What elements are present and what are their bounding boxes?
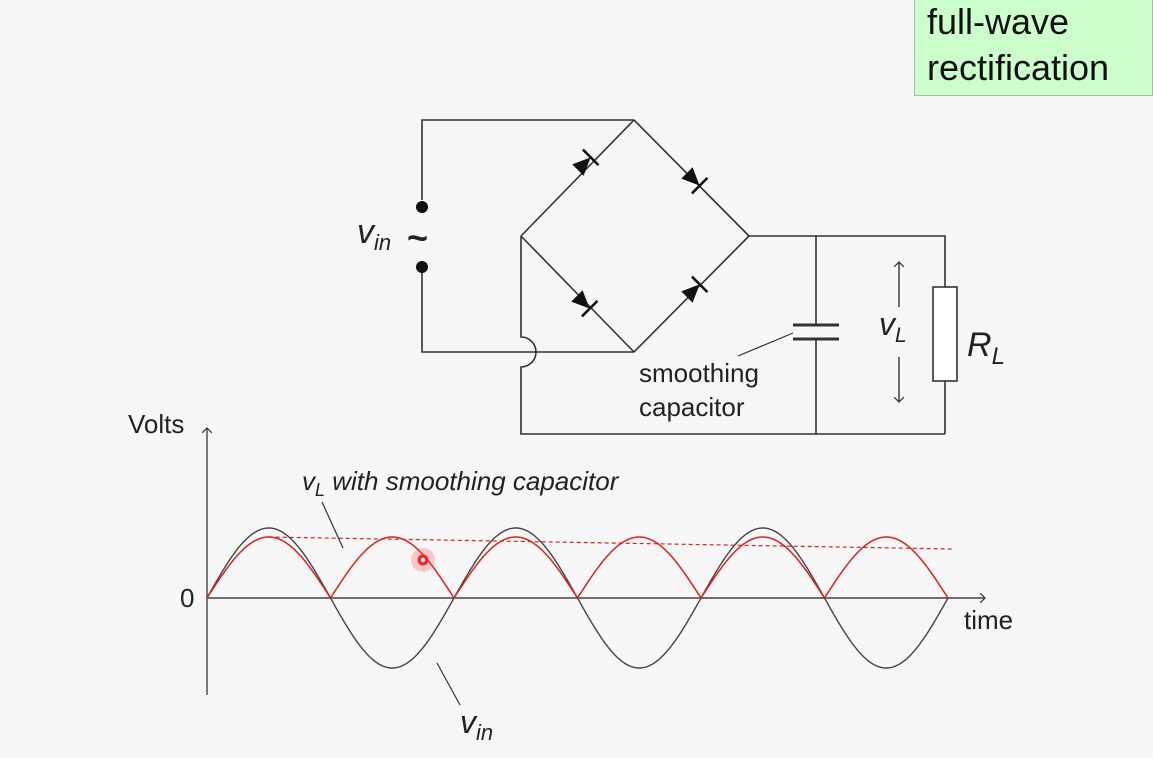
capacitor-leader-line — [737, 332, 794, 357]
diode-d3 — [571, 290, 599, 318]
vin-curve-label: vin — [460, 704, 493, 745]
topic-tag: full-wave rectification — [914, 0, 1153, 96]
load-resistor — [932, 286, 958, 382]
topic-tag-line2: rectification — [927, 47, 1110, 88]
return-wire — [520, 236, 945, 435]
topic-tag-line1: full-wave — [927, 1, 1070, 42]
capacitor-label-line1: smoothing — [639, 358, 759, 388]
load-voltage-label: vL — [879, 306, 907, 347]
vin-leader-line — [436, 662, 461, 706]
pointer-center — [420, 557, 426, 563]
diode-d2 — [681, 167, 709, 195]
rectified-waveform — [206, 536, 949, 600]
x-axis-label: time — [964, 605, 1013, 635]
output-top-wire — [749, 235, 946, 287]
source-voltage-label: vin — [357, 213, 391, 255]
capacitor-label-line2: capacitor — [639, 392, 745, 422]
resistor-label: RL — [967, 326, 1005, 370]
bridge-arm-upper-left — [520, 119, 635, 237]
diode-d4 — [681, 275, 709, 303]
y-axis-label: Volts — [128, 409, 184, 439]
ac-source-glyph: ~ — [407, 217, 428, 258]
bridge-arm-lower-left — [520, 235, 635, 353]
smoothed-vl-waveform — [268, 536, 953, 550]
source-top-wire — [421, 119, 634, 200]
vl-curve-label: vL with smoothing capacitor — [302, 466, 620, 500]
source-terminal-bottom — [416, 261, 428, 273]
vl-leader-line — [321, 501, 344, 549]
zero-label: 0 — [180, 583, 194, 613]
vin-waveform — [206, 527, 949, 669]
source-terminal-top — [416, 201, 428, 213]
diode-d1 — [572, 148, 600, 176]
graph-axes — [207, 428, 985, 695]
source-bottom-wire — [421, 268, 634, 353]
